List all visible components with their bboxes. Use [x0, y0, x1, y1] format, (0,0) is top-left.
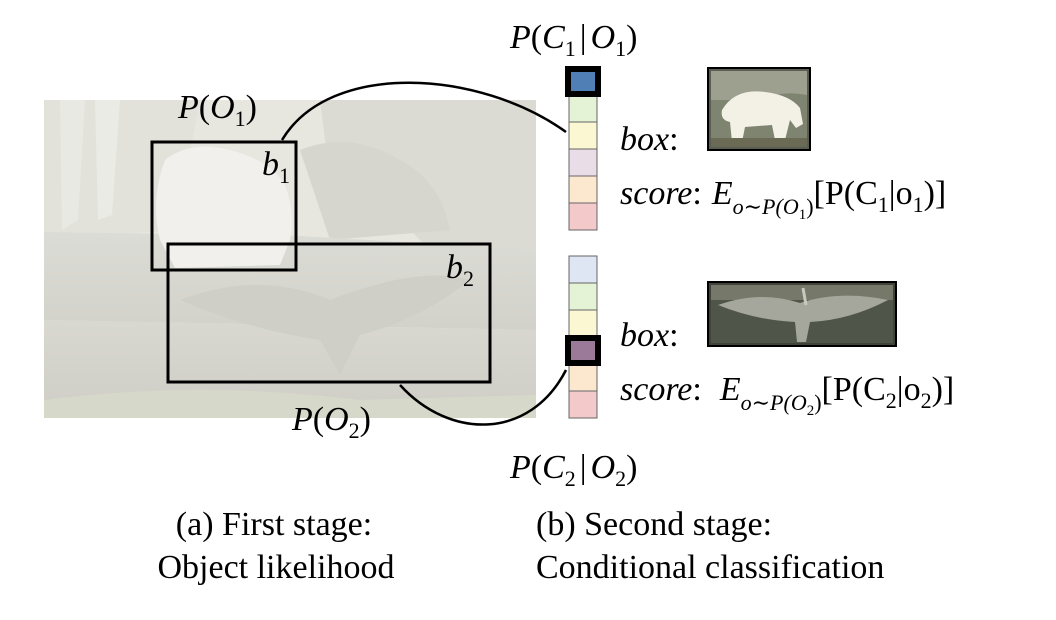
vec-top-cell-5 [568, 175, 598, 204]
vec-bottom-cell-3 [568, 309, 598, 338]
box2-label: b2 [446, 249, 474, 291]
vec-top-cell-4 [568, 148, 598, 177]
caption-second-stage-line2: Conditional classification [536, 549, 884, 586]
caption-first-stage-line2: Object likelihood [157, 549, 394, 586]
bounding-box-b2 [166, 242, 492, 384]
box-label-bottom: box: [620, 317, 679, 354]
vec-top-cell-6 [568, 202, 598, 231]
vec-top-cell-3 [568, 121, 598, 150]
vec-bottom-selected-cell [565, 335, 601, 366]
bear-silhouette [156, 146, 292, 268]
vec-bottom-cell-1 [568, 255, 598, 284]
vec-bottom-cell-5 [568, 363, 598, 392]
bounding-box-b1 [150, 140, 298, 272]
class-prob-vector-top [565, 66, 601, 231]
heron-crop-thumbnail [707, 281, 897, 347]
vec-bottom-cell-6 [568, 390, 598, 419]
box1-label: b1 [262, 146, 290, 188]
prob-c2-given-o2: P(C2|O2) [509, 449, 638, 491]
vec-top-selected-cell [565, 66, 601, 97]
caption-second-stage-line1: (b) Second stage: [536, 506, 772, 543]
vec-top-cell-2 [568, 94, 598, 123]
bear-crop-thumbnail [707, 67, 811, 151]
heron-silhouette [180, 275, 470, 375]
box-label-top: box: [620, 121, 679, 158]
caption-first-stage-line1: (a) First stage: [176, 506, 372, 543]
prob-o2-label: P(O2) [291, 401, 371, 443]
class-prob-vector-bottom [565, 255, 601, 419]
prob-c1-given-o1: P(C1|O1) [509, 19, 638, 61]
connector-bottom [399, 369, 568, 426]
connector-top [280, 81, 567, 141]
prob-o1-label: P(O1) [177, 89, 257, 131]
score-label-bottom: score:Eo∼P(O2)[P(C2|o2)] [620, 371, 954, 419]
score-label-top: score:Eo∼P(O1)[P(C1|o1)] [620, 175, 946, 223]
vec-bottom-cell-2 [568, 282, 598, 311]
